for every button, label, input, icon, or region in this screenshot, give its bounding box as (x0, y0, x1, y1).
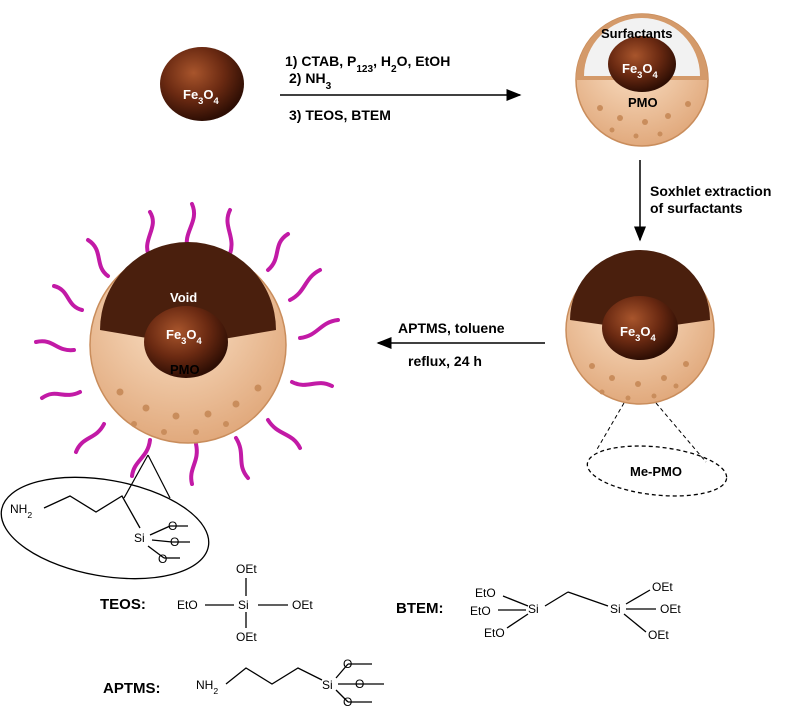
btem-eto-3: EtO (484, 626, 505, 640)
aptms-label: APTMS: (103, 680, 161, 697)
svg-text:O: O (168, 519, 177, 533)
btem-eto-1: EtO (475, 586, 496, 600)
teos-si: Si (238, 598, 249, 612)
me-pmo-label: Me-PMO (630, 464, 682, 479)
pmo-label-2: PMO (170, 362, 200, 377)
core-label-3: Fe3O4 (620, 324, 657, 343)
amine-functionalized-particle: Void Fe3O4 PMO (34, 202, 340, 486)
bare-core-particle: Fe3O4 (160, 47, 244, 121)
teos-oet-top: OEt (236, 562, 257, 576)
btem-structure: BTEM: EtO EtO EtO Si Si OEt OEt OEt (396, 580, 681, 642)
aptms-text-1: APTMS, toluene (398, 320, 505, 336)
btem-si-1: Si (528, 602, 539, 616)
extraction-arrow: Soxhlet extraction of surfactants (634, 160, 771, 242)
callout-si: Si (134, 531, 145, 545)
teos-label: TEOS: (100, 596, 146, 613)
step1-reagents-2: 2) NH3 (289, 70, 332, 92)
btem-label: BTEM: (396, 600, 444, 617)
aptms-arrow: APTMS, toluene reflux, 24 h (376, 320, 545, 369)
void-label: Void (170, 290, 197, 305)
extraction-text-1: Soxhlet extraction (650, 183, 771, 199)
aptms-si: Si (322, 678, 333, 692)
extraction-text-2: of surfactants (650, 200, 743, 216)
svg-text:O: O (355, 677, 364, 691)
svg-text:O: O (343, 657, 352, 671)
teos-structure: TEOS: Si OEt OEt EtO OEt (100, 562, 313, 644)
btem-oet-3: OEt (648, 628, 669, 642)
callout-nh2: NH2 (10, 502, 32, 520)
svg-text:O: O (170, 535, 179, 549)
surfactants-label: Surfactants (601, 26, 673, 41)
amine-callout: NH2 Si O O O (0, 454, 210, 580)
step1-reagents-3: 3) TEOS, BTEM (289, 107, 391, 123)
step1-reagents-1: 1) CTAB, P123, H2O, EtOH (285, 53, 450, 75)
aptms-structure: APTMS: NH2 Si O O O (103, 657, 384, 709)
teos-oet-right: OEt (292, 598, 313, 612)
core-label-4: Fe3O4 (166, 327, 203, 346)
svg-text:O: O (343, 695, 352, 707)
surfactant-particle: Surfactants Fe3O4 PMO (575, 13, 709, 147)
teos-eto-left: EtO (177, 598, 198, 612)
core-label-1: Fe3O4 (183, 87, 220, 106)
btem-si-2: Si (610, 602, 621, 616)
btem-eto-2: EtO (470, 604, 491, 618)
me-pmo-particle: Fe3O4 Me-PMO (565, 250, 728, 497)
core-label-2: Fe3O4 (622, 61, 659, 80)
btem-oet-2: OEt (660, 602, 681, 616)
btem-oet-1: OEt (652, 580, 673, 594)
pmo-label-1: PMO (628, 95, 658, 110)
aptms-text-2: reflux, 24 h (408, 353, 482, 369)
aptms-nh2: NH2 (196, 678, 218, 696)
teos-oet-bottom: OEt (236, 630, 257, 644)
svg-text:O: O (158, 552, 167, 566)
step1-arrow: 1) CTAB, P123, H2O, EtOH 2) NH3 3) TEOS,… (280, 53, 522, 123)
